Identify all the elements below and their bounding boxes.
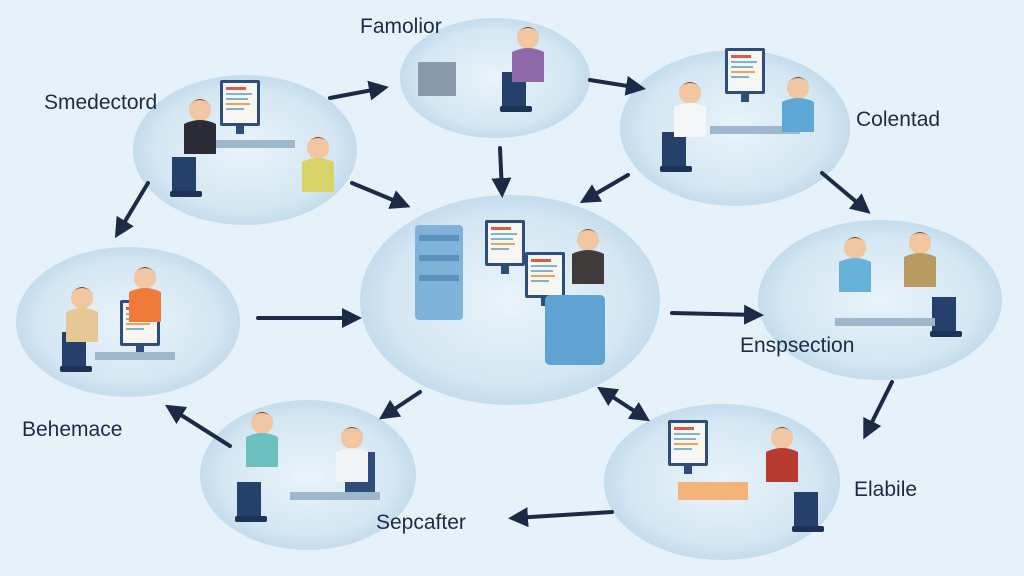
- label-famolior: Famolior: [360, 15, 442, 38]
- server-unit: [545, 295, 605, 365]
- desk: [290, 492, 380, 500]
- edge-colentad-to-enspsection: [820, 171, 871, 214]
- halo-famolior: [400, 18, 590, 138]
- label-colentad: Colentad: [856, 108, 941, 131]
- edge-center-to-enspsection: [670, 304, 764, 325]
- edge-famolior-to-center: [491, 146, 512, 198]
- desk: [95, 352, 175, 360]
- label-enspsection: Enspsection: [740, 334, 855, 357]
- edge-colentad-to-center: [579, 173, 630, 204]
- label-smedectord: Smedectord: [44, 91, 158, 114]
- laptop: [418, 62, 456, 96]
- desk: [205, 140, 295, 148]
- workstation-elabile: [668, 420, 824, 532]
- edge-famolior-to-colentad: [588, 75, 646, 96]
- workstation-smedectord: [170, 80, 334, 197]
- edges: [114, 75, 894, 528]
- edge-enspsection-to-elabile: [863, 380, 894, 440]
- edge-elabile-to-sepcafter: [508, 507, 614, 528]
- keyboard: [678, 482, 748, 500]
- desk: [710, 126, 800, 134]
- workstation-colentad: [660, 48, 814, 172]
- workstation-sepcafter-group: [235, 412, 380, 522]
- label-elabile: Elabile: [854, 478, 918, 501]
- edge-smedectord-to-famolior: [328, 80, 389, 101]
- edge-center-to-sepcafter-group: [379, 390, 422, 420]
- desk: [835, 318, 935, 326]
- edge-center-to-elabile: [596, 386, 651, 422]
- label-behemace: Behemace: [22, 418, 123, 441]
- workstation-famolior: [418, 27, 544, 112]
- edge-smedectord-to-center: [350, 181, 411, 209]
- workstation-center: [415, 220, 605, 365]
- workstation-behemace-group: [60, 267, 175, 372]
- label-sepcafter: Sepcafter: [376, 511, 466, 534]
- workstation-enspsection: [835, 232, 962, 337]
- server-rack: [415, 225, 463, 320]
- halo-enspsection: [758, 220, 1002, 380]
- edge-smedectord-to-behemace-group: [114, 181, 150, 239]
- edge-sepcafter-group-to-behemace: [164, 404, 232, 448]
